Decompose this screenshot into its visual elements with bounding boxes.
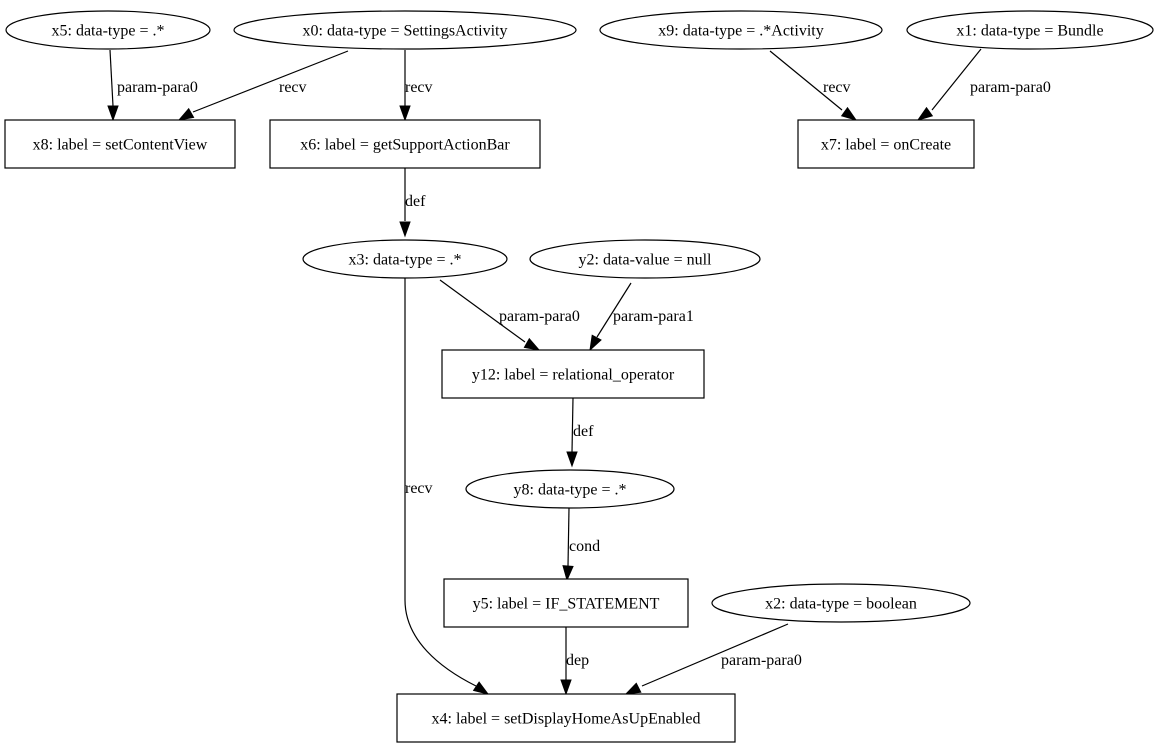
node-label: y12: label = relational_operator xyxy=(472,367,675,384)
edge-x1-x7: param-para0 xyxy=(916,48,1051,121)
node-label: x8: label = setContentView xyxy=(33,137,208,154)
node-y5: y5: label = IF_STATEMENT xyxy=(443,578,689,628)
edge-label: recv xyxy=(279,79,307,96)
edge-label: param-para0 xyxy=(970,79,1051,96)
edge-x9-x7: recv xyxy=(769,50,858,121)
edge-line xyxy=(109,49,114,107)
node-ellipse xyxy=(599,10,883,50)
node-label: x7: label = onCreate xyxy=(821,137,951,154)
node-x3: x3: data-type = .* xyxy=(302,239,508,279)
arrowhead-icon xyxy=(399,105,411,122)
node-label: x4: label = setDisplayHomeAsUpEnabled xyxy=(432,711,701,728)
node-x7: x7: label = onCreate xyxy=(797,119,975,169)
edge-y2-y12: param-para1 xyxy=(589,282,694,352)
edge-label: param-para0 xyxy=(499,308,580,325)
arrowhead-icon xyxy=(107,105,119,122)
arrowhead-icon xyxy=(566,451,578,468)
edge-line xyxy=(596,282,632,338)
node-ellipse xyxy=(906,10,1154,50)
node-x5: x5: data-type = .* xyxy=(5,10,211,50)
edge-label: dep xyxy=(566,652,589,669)
edge-line xyxy=(567,507,570,567)
edge-x6-x3: def xyxy=(399,168,426,238)
node-box xyxy=(269,119,541,169)
arrowhead-icon xyxy=(523,337,541,351)
arrowhead-icon xyxy=(560,679,572,696)
node-label: x6: label = getSupportActionBar xyxy=(300,137,510,154)
node-box xyxy=(4,119,236,169)
arrowhead-icon xyxy=(562,565,574,582)
arrowhead-icon xyxy=(589,334,602,352)
edge-x2-x4: param-para0 xyxy=(624,623,802,695)
edge-label: param-para1 xyxy=(613,308,694,325)
node-ellipse xyxy=(302,239,508,279)
node-x9: x9: data-type = .*Activity xyxy=(599,10,883,50)
node-ellipse xyxy=(465,469,675,509)
node-x8: x8: label = setContentView xyxy=(4,119,236,169)
node-box xyxy=(443,578,689,628)
arrowhead-icon xyxy=(916,106,934,121)
edge-label: def xyxy=(573,423,594,440)
edge-line xyxy=(404,278,477,687)
node-x2: x2: data-type = boolean xyxy=(711,583,971,623)
node-box xyxy=(441,349,705,399)
node-label: x9: data-type = .*Activity xyxy=(658,23,823,40)
node-x1: x1: data-type = Bundle xyxy=(906,10,1154,50)
edge-line xyxy=(641,623,789,687)
edge-x0-x6: recv xyxy=(399,50,433,122)
node-box xyxy=(797,119,975,169)
node-label: y8: data-type = .* xyxy=(514,482,627,499)
edge-line xyxy=(192,50,349,113)
edge-x3-x4: recv xyxy=(404,278,490,695)
edge-line xyxy=(571,397,574,453)
node-y12: y12: label = relational_operator xyxy=(441,349,705,399)
node-label: y5: label = IF_STATEMENT xyxy=(473,596,660,613)
edge-line xyxy=(439,279,526,343)
arrowhead-icon xyxy=(472,681,490,695)
edge-x0-x8: recv xyxy=(177,50,349,121)
edge-label: def xyxy=(405,193,426,210)
node-label: x3: data-type = .* xyxy=(349,252,462,269)
node-x4: x4: label = setDisplayHomeAsUpEnabled xyxy=(396,693,736,743)
arrowhead-icon xyxy=(177,107,195,121)
edges-layer: param-para0 recv recv recv param-para0 def par… xyxy=(107,48,1051,696)
edge-label: recv xyxy=(405,480,433,497)
node-ellipse xyxy=(233,10,577,50)
edge-line xyxy=(931,48,982,111)
node-x0: x0: data-type = SettingsActivity xyxy=(233,10,577,50)
node-label: x1: data-type = Bundle xyxy=(956,23,1103,40)
edge-label: recv xyxy=(405,79,433,96)
node-ellipse xyxy=(5,10,211,50)
node-y2: y2: data-value = null xyxy=(529,239,761,279)
node-x6: x6: label = getSupportActionBar xyxy=(269,119,541,169)
edge-label: recv xyxy=(823,79,851,96)
node-label: x5: data-type = .* xyxy=(52,23,165,40)
edge-y5-x4: dep xyxy=(560,627,589,696)
arrowhead-icon xyxy=(399,221,411,238)
edge-label: param-para0 xyxy=(117,79,198,96)
node-y8: y8: data-type = .* xyxy=(465,469,675,509)
arrowhead-icon xyxy=(624,682,642,695)
nodes-layer: x5: data-type = .* x0: data-type = Settin… xyxy=(4,10,1154,743)
edge-y8-y5: cond xyxy=(562,507,600,582)
node-ellipse xyxy=(529,239,761,279)
edge-x5-x8: param-para0 xyxy=(107,49,198,122)
node-label: x0: data-type = SettingsActivity xyxy=(303,23,508,40)
node-box xyxy=(396,693,736,743)
node-label: y2: data-value = null xyxy=(579,252,713,269)
node-ellipse xyxy=(711,583,971,623)
edge-x3-y12: param-para0 xyxy=(439,279,580,351)
edge-y12-y8: def xyxy=(566,397,594,468)
edge-label: param-para0 xyxy=(721,652,802,669)
node-label: x2: data-type = boolean xyxy=(765,596,917,613)
edge-label: cond xyxy=(569,538,600,555)
arrowhead-icon xyxy=(840,106,858,121)
edge-line xyxy=(769,50,843,111)
